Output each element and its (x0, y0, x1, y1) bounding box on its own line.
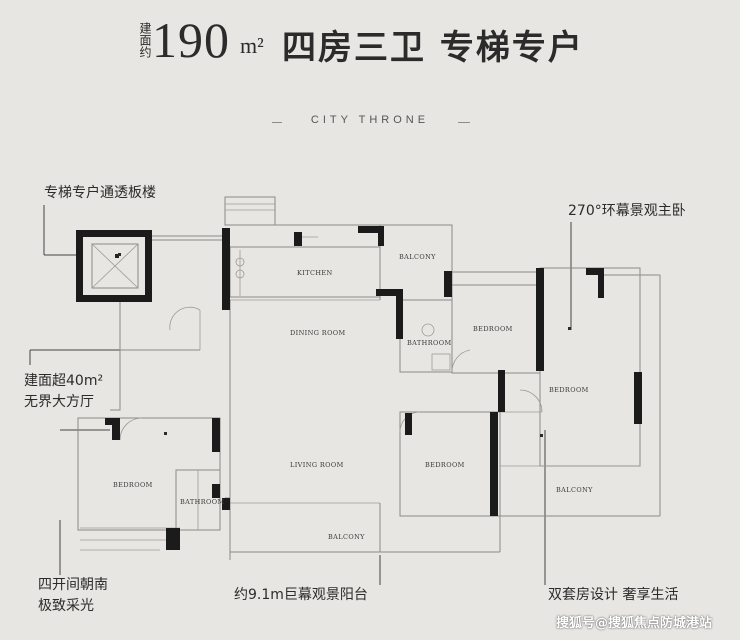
brand-divider-right (458, 122, 470, 123)
room-labels: KITCHEN BALCONY DINING ROOM BATHROOM BED… (113, 253, 593, 541)
room-label-bedroom-master: BEDROOM (549, 386, 589, 394)
room-label-balcony-right: BALCONY (556, 486, 593, 494)
room-markers (118, 253, 571, 437)
area-number: 190 (152, 12, 230, 68)
room-label-bathroom-left: BATHROOM (180, 498, 225, 506)
callout-hall-line1: 建面超40m² (24, 373, 104, 389)
callout-hall-line2: 无界大方厅 (24, 394, 94, 410)
brand-name: CITY THRONE (310, 114, 430, 126)
page-title: 四房三卫 专梯专户 (282, 28, 584, 68)
brand-divider-left (272, 122, 282, 123)
area-unit: m² (240, 33, 264, 58)
room-label-dining: DINING ROOM (290, 329, 346, 337)
callout-elevator: 专梯专户通透板楼 (44, 185, 156, 201)
room-label-balcony-bottom: BALCONY (328, 533, 365, 541)
brand-bar: CITY THRONE (0, 112, 740, 132)
room-label-bathroom-center: BATHROOM (407, 339, 452, 347)
callout-master-view: 270°环幕景观主卧 (568, 203, 686, 219)
room-label-bedroom-left: BEDROOM (113, 481, 153, 489)
room-label-bedroom-top-right: BEDROOM (473, 325, 513, 333)
header: 建面约 190 m² 四房三卫 专梯专户 (0, 0, 740, 100)
structural-walls (105, 226, 642, 550)
callout-suite: 双套房设计 奢享生活 (548, 587, 679, 603)
callout-balcony: 约9.1m巨幕观景阳台 (234, 587, 368, 603)
callout-south-line2: 极致采光 (38, 598, 94, 614)
room-label-kitchen: KITCHEN (297, 269, 333, 277)
plan-outlines (77, 196, 661, 560)
elevator-shaft (76, 230, 152, 302)
area-prefix: 建面约 (138, 22, 152, 58)
room-label-bedroom-center: BEDROOM (425, 461, 465, 469)
watermark: 搜狐号@搜狐焦点防城港站 (556, 616, 713, 631)
callout-south-line1: 四开间朝南 (38, 577, 108, 593)
room-label-balcony-top: BALCONY (399, 253, 436, 261)
room-label-living: LIVING ROOM (290, 461, 344, 469)
